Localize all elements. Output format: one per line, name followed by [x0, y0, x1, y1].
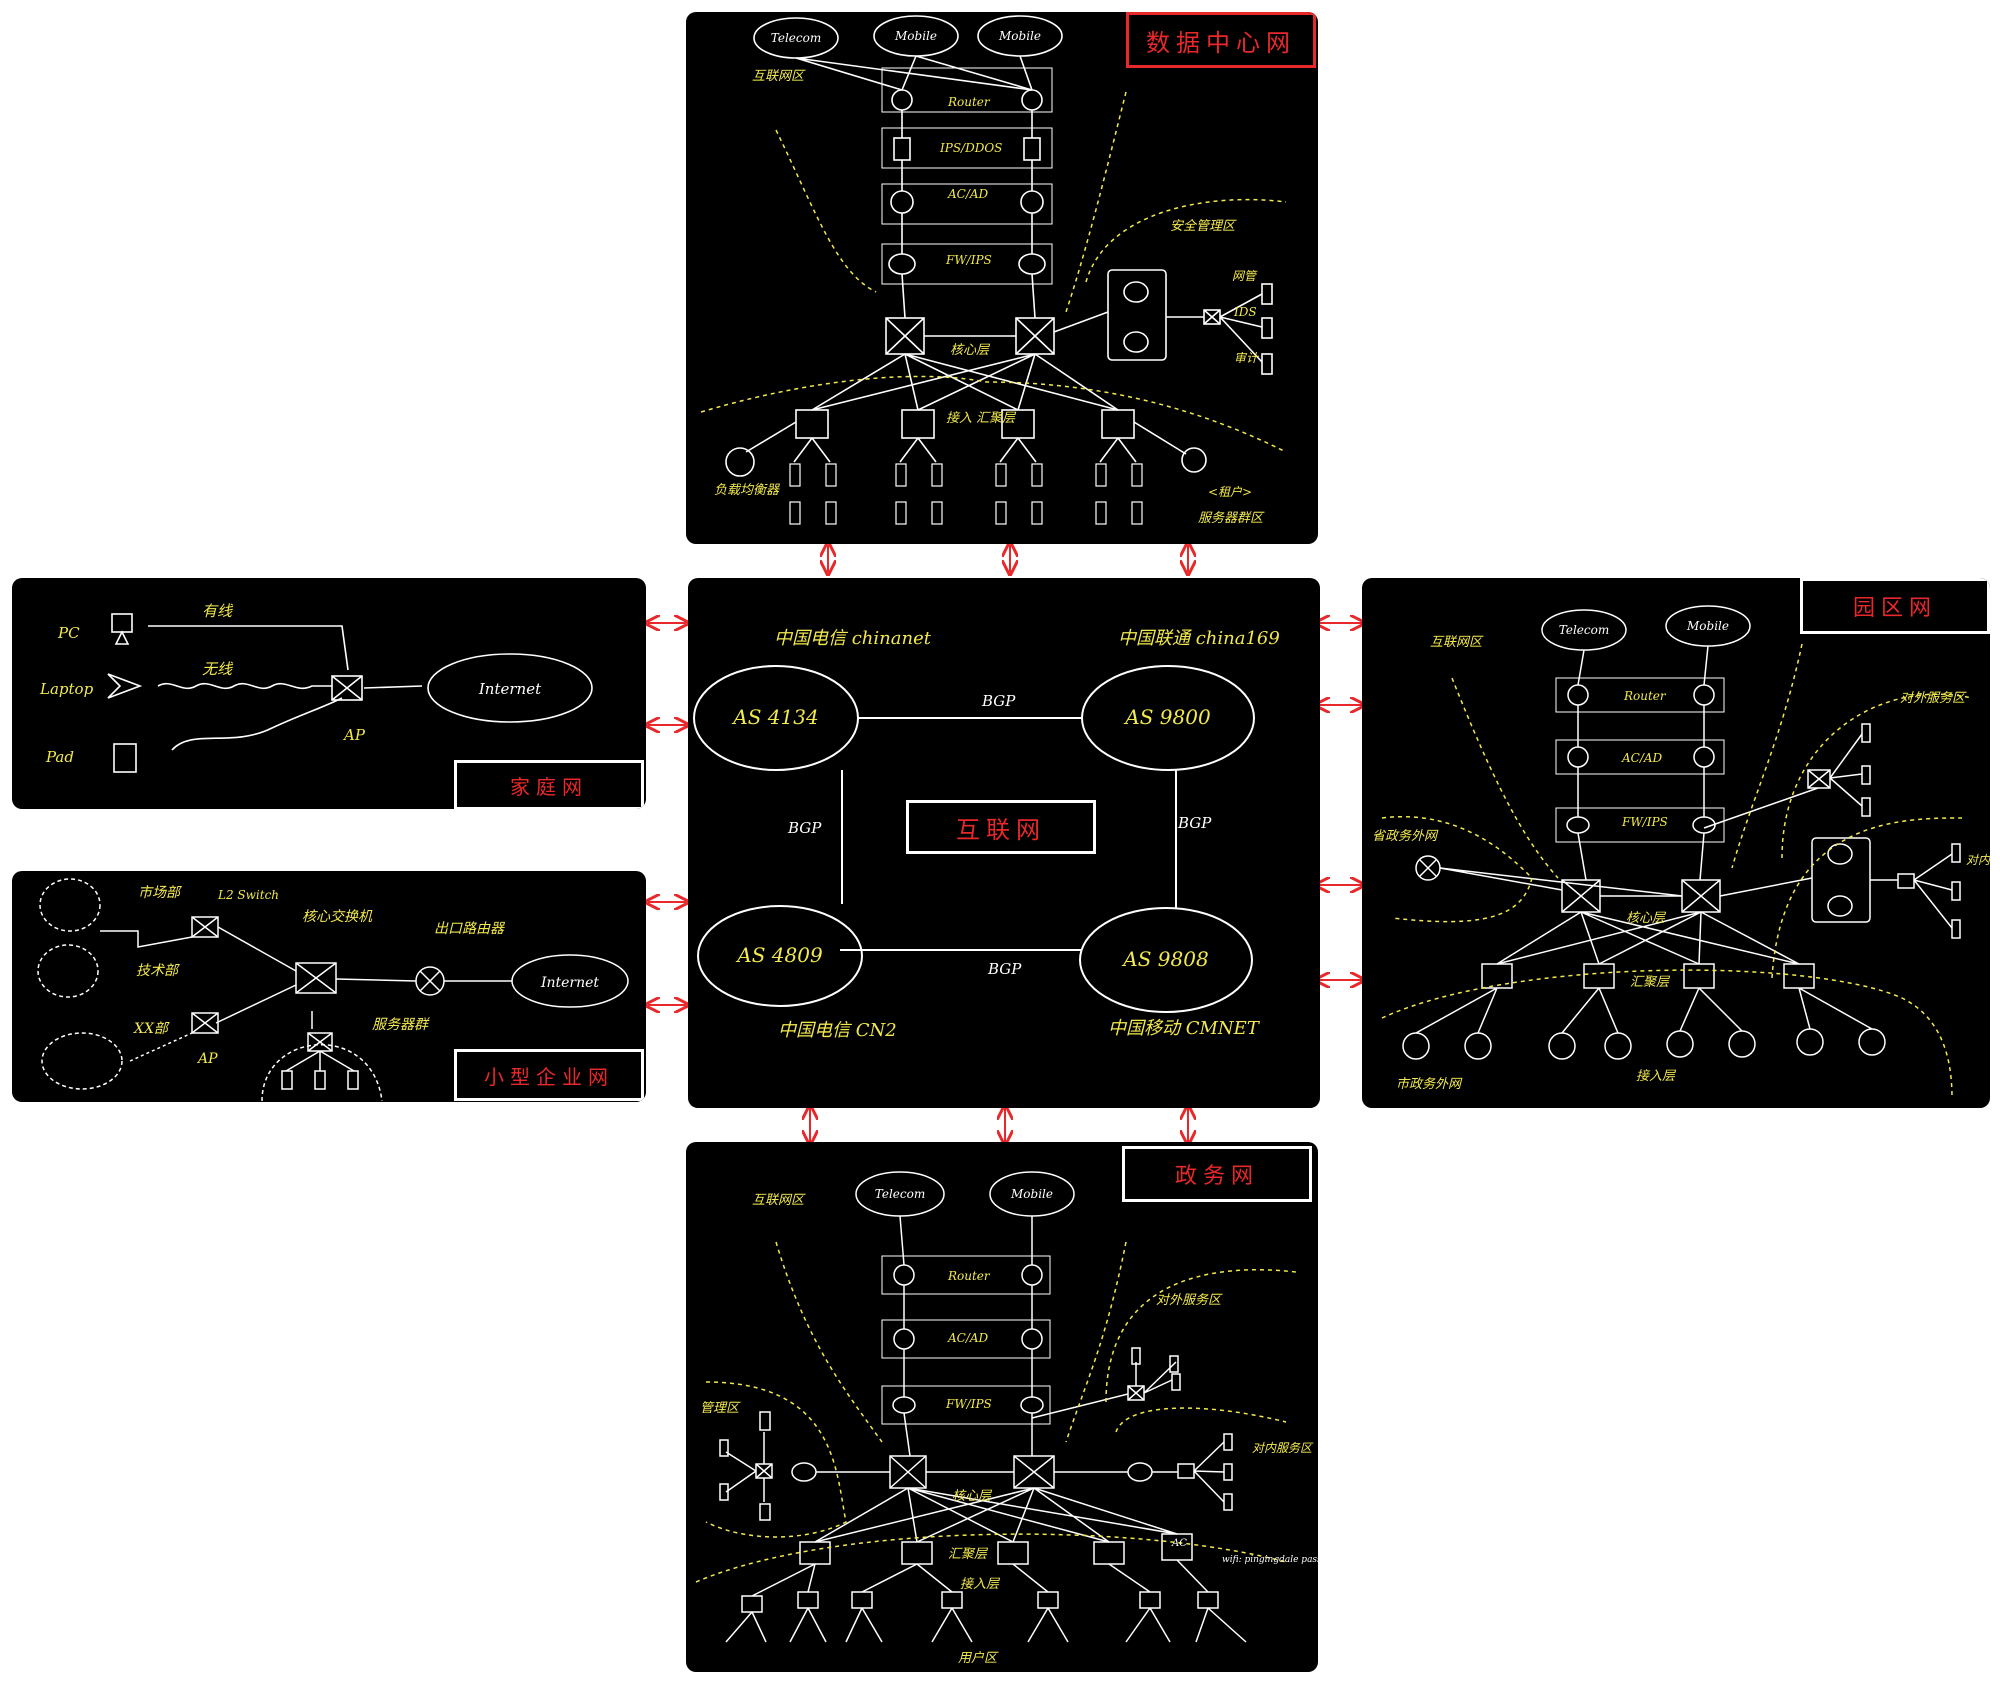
dept-label: XX部	[133, 1021, 170, 1037]
ap-label: AP	[342, 726, 366, 744]
gov-isp-label: Mobile	[1010, 1187, 1053, 1201]
dc-isp-label: Telecom	[771, 31, 821, 45]
campus-core-label: 核心层	[1626, 911, 1667, 926]
smb-panel: 市场部 技术部 XX部 L2 Switch 核心交换机 出口路由器 服务器群 A…	[12, 871, 646, 1102]
campus-access-label: 接入层	[1636, 1069, 1677, 1084]
pad-icon	[113, 743, 137, 773]
dc-tenant-label: <租户>	[1208, 485, 1252, 499]
as-label: 中国电信 CN2	[778, 1020, 897, 1041]
laptop-icon	[107, 673, 143, 699]
dc-sec-item-label: 审计	[1234, 351, 1260, 365]
datacenter-panel: 互联网区 Router IPS/DDOS AC/AD FW/IPS 核心层 接入…	[686, 12, 1318, 544]
dc-security-zone-label: 安全管理区	[1170, 218, 1237, 234]
as-label: 中国移动 CMNET	[1108, 1018, 1261, 1039]
gov-title: 政务网	[1122, 1146, 1312, 1202]
as-name: AS 9800	[1123, 705, 1211, 729]
dept-label: 市场部	[138, 885, 182, 901]
core-switch-icon	[295, 962, 337, 994]
smb-title: 小型企业网	[454, 1049, 644, 1101]
smb-ap-label: AP	[196, 1051, 218, 1067]
core-switch-label: 核心交换机	[302, 909, 373, 925]
dc-ips-label: IPS/DDOS	[939, 141, 1002, 155]
campus-internet-zone-label: 互联网区	[1430, 635, 1484, 650]
dept-label: 技术部	[136, 963, 180, 979]
campus-province-label: 省政务外网	[1372, 829, 1439, 844]
dc-acad-label: AC/AD	[947, 187, 989, 201]
as9808-node	[1079, 907, 1253, 1013]
campus-router-label: Router	[1623, 689, 1667, 703]
ap-router-icon	[331, 675, 363, 701]
egress-router-label: 出口路由器	[434, 921, 506, 937]
home-device-label: Laptop	[39, 680, 94, 698]
home-panel: PC Laptop Pad 有线 无线 AP Internet 家庭网	[12, 578, 646, 809]
internet-label: Internet	[478, 680, 542, 698]
dc-fwips-label: FW/IPS	[945, 253, 992, 267]
gov-fwips-label: FW/IPS	[945, 1397, 992, 1411]
campus-acad-label: AC/AD	[1621, 751, 1663, 765]
gov-user-zone-label: 用户区	[958, 1651, 999, 1666]
internet-title: 互联网	[906, 800, 1096, 854]
as-name: AS 4809	[735, 943, 823, 967]
home-device-label: PC	[57, 624, 80, 642]
dc-sec-item-label: 网管	[1232, 269, 1258, 283]
campus-panel: 互联网区 Router AC/AD FW/IPS 对外服务区 省政务外网 对内服…	[1362, 578, 1990, 1108]
dc-isp-label: Mobile	[998, 29, 1041, 43]
home-title: 家庭网	[454, 760, 644, 809]
gov-isp-label: Telecom	[875, 1187, 925, 1201]
dc-internet-zone-label: 互联网区	[752, 69, 806, 84]
gov-acad-label: AC/AD	[947, 1331, 989, 1345]
datacenter-title: 数据中心网	[1126, 12, 1316, 68]
wired-label: 有线	[202, 602, 234, 620]
as-label: 中国电信 chinanet	[774, 628, 932, 649]
campus-city-label: 市政务外网	[1396, 1076, 1463, 1092]
gov-access-label: 接入层	[960, 1577, 1001, 1592]
l2-switch-label: L2 Switch	[217, 888, 279, 902]
gov-agg-label: 汇聚层	[948, 1547, 989, 1562]
campus-isp-label: Mobile	[1686, 619, 1729, 633]
campus-fwips-label: FW/IPS	[1621, 815, 1668, 829]
server-group-label: 服务器群	[372, 1017, 430, 1033]
internet-panel: AS 4134 AS 9800 AS 4809 AS 9808 中国电信 chi…	[688, 578, 1320, 1108]
gov-core-label: 核心层	[952, 1489, 993, 1504]
gov-mgmt-label: 管理区	[700, 1401, 741, 1416]
internet-cloud-icon	[427, 653, 593, 723]
dc-access-label: 接入 汇聚层	[946, 411, 1017, 426]
gov-panel: 互联网区 Router AC/AD FW/IPS 对外服务区 管理区 对内服务区…	[686, 1142, 1318, 1672]
dc-sec-item-label: IDS	[1233, 305, 1257, 319]
pc-icon	[111, 613, 133, 633]
gov-router-label: Router	[947, 1269, 991, 1283]
dc-lb-label: 负载均衡器	[714, 483, 780, 498]
dc-router-label: Router	[947, 95, 991, 109]
as-name: AS 4134	[731, 705, 818, 729]
campus-agg-label: 汇聚层	[1630, 975, 1671, 990]
gov-internet-zone-label: 互联网区	[752, 1193, 806, 1208]
dc-core-label: 核心层	[950, 343, 991, 358]
smb-internet-label: Internet	[540, 975, 599, 991]
bgp-label: BGP	[1177, 814, 1212, 832]
bgp-label: BGP	[987, 960, 1022, 978]
dc-isp-label: Mobile	[894, 29, 937, 43]
gov-internal-label: 对内服务区	[1252, 1441, 1314, 1455]
campus-internal-label: 对内服务区	[1966, 853, 1990, 867]
gov-wifi-label: wifi: pingingdale pass: bigbigdan	[1222, 1555, 1318, 1565]
home-device-label: Pad	[45, 748, 74, 766]
bgp-label: BGP	[981, 692, 1016, 710]
as-name: AS 9808	[1121, 947, 1208, 971]
campus-external-label: 对外服务区	[1900, 691, 1967, 706]
as4809-node	[697, 905, 863, 1007]
gov-ac-label: AC	[1171, 1538, 1187, 1549]
dc-server-zone-label: 服务器群区	[1198, 511, 1265, 526]
campus-isp-label: Telecom	[1559, 623, 1609, 637]
gov-external-label: 对外服务区	[1156, 1293, 1223, 1308]
campus-title: 园区网	[1800, 578, 1990, 634]
bgp-label: BGP	[787, 819, 822, 837]
as-label: 中国联通 china169	[1118, 628, 1280, 649]
wireless-label: 无线	[202, 660, 234, 678]
